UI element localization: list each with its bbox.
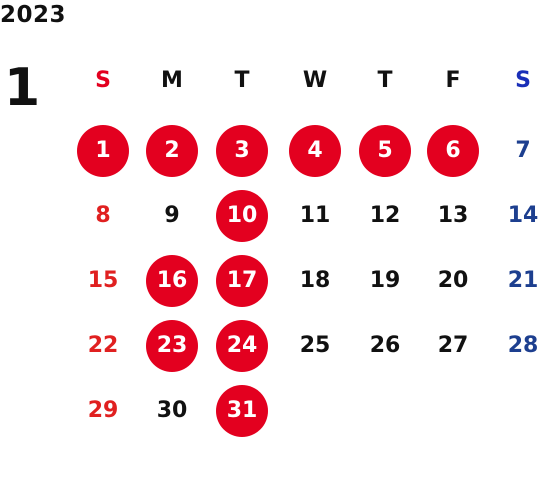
calendar-day-holiday: 3 [216, 125, 268, 177]
calendar-day: 13 [437, 203, 469, 228]
calendar-day-holiday: 23 [146, 320, 198, 372]
calendar-day-holiday: 17 [216, 255, 268, 307]
weekday-tue: T [234, 68, 250, 93]
calendar-day: 7 [515, 138, 531, 163]
calendar-day: 18 [299, 268, 331, 293]
weekday-wed: W [302, 68, 328, 93]
calendar-day: 8 [95, 203, 111, 228]
calendar-day: 25 [299, 333, 331, 358]
weekday-sun: S [95, 68, 111, 93]
calendar-day: 27 [437, 333, 469, 358]
calendar-day: 22 [87, 333, 119, 358]
calendar-day-holiday: 24 [216, 320, 268, 372]
calendar-day-holiday: 1 [77, 125, 129, 177]
weekday-thu: T [377, 68, 393, 93]
calendar-day-holiday: 6 [427, 125, 479, 177]
calendar-year: 2023 [0, 2, 67, 28]
calendar-day: 21 [507, 268, 539, 293]
calendar-day: 29 [87, 398, 119, 423]
calendar-day: 30 [156, 398, 188, 423]
calendar-day-holiday: 5 [359, 125, 411, 177]
calendar-day: 12 [369, 203, 401, 228]
calendar-day-holiday: 10 [216, 190, 268, 242]
calendar-day: 14 [507, 203, 539, 228]
calendar-day: 28 [507, 333, 539, 358]
calendar-day: 26 [369, 333, 401, 358]
calendar-day: 19 [369, 268, 401, 293]
calendar-month: 1 [4, 58, 41, 118]
calendar-day: 20 [437, 268, 469, 293]
calendar-day: 15 [87, 268, 119, 293]
calendar-day-holiday: 2 [146, 125, 198, 177]
calendar-day: 11 [299, 203, 331, 228]
weekday-mon: M [161, 68, 183, 93]
calendar-day: 9 [164, 203, 180, 228]
weekday-fri: F [445, 68, 461, 93]
calendar-day-holiday: 4 [289, 125, 341, 177]
calendar-day-holiday: 16 [146, 255, 198, 307]
calendar-day-holiday: 31 [216, 385, 268, 437]
weekday-sat: S [515, 68, 531, 93]
